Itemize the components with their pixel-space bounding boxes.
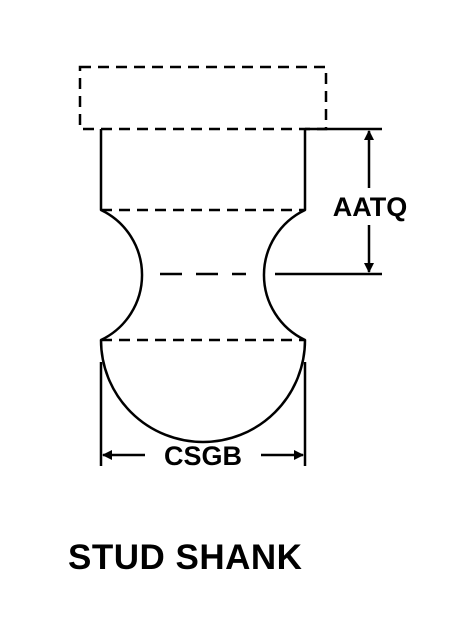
shank-outline — [99, 129, 307, 444]
phantom-head-outline — [78, 65, 328, 131]
csgb-dimension-label: CSGB — [164, 441, 242, 471]
aatq-dimension-label: AATQ — [333, 192, 408, 222]
drawing-title: STUD SHANK — [68, 538, 303, 577]
